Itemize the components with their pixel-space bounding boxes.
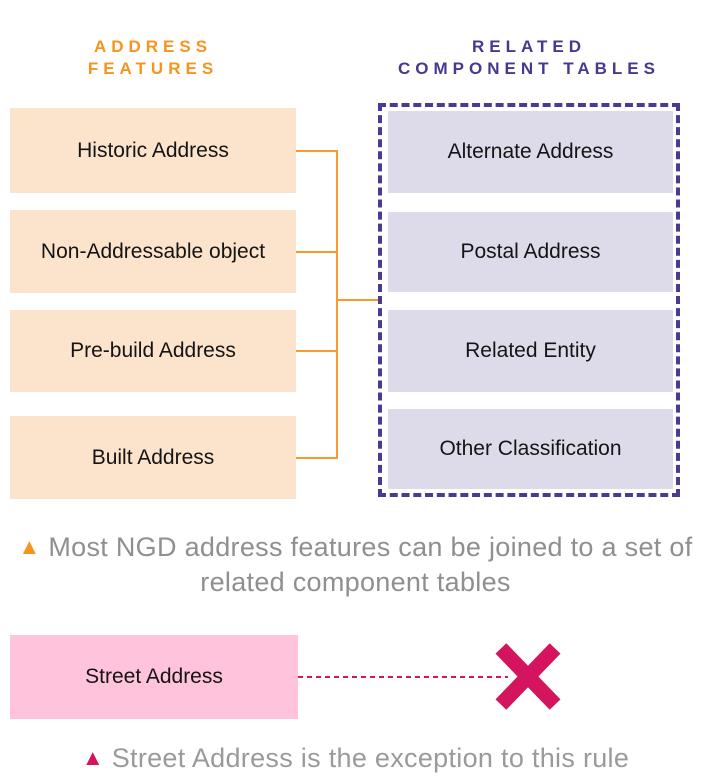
connector-branch-2 [296,251,338,253]
street-address-label: Street Address [85,665,223,688]
address-features-title-line1: ADDRESS [93,37,213,56]
component-box-other-classification: Other Classification [388,409,673,489]
exception-caption-text: Street Address is the exception to this … [111,743,630,773]
address-features-title: ADDRESS FEATURES [8,36,298,80]
connector-branch-3 [296,350,338,352]
component-box-label: Other Classification [439,437,622,460]
connector-to-tables [338,299,378,301]
main-caption-text1: Most NGD address features can be joined … [48,532,693,562]
feature-box-label: Built Address [91,445,215,469]
component-tables-frame [378,103,680,497]
triangle-marker-icon: ▲ [18,534,41,559]
feature-box-non-addressable-object: Non-Addressable object [10,210,296,293]
feature-box-label: Historic Address [77,138,229,162]
related-component-tables-title: RELATED COMPONENT TABLES [376,36,682,80]
main-caption: ▲ Most NGD address features can be joine… [0,529,711,600]
component-box-label: Postal Address [460,240,601,263]
exception-caption: ▲ Street Address is the exception to thi… [0,740,711,776]
related-component-tables-title-line1: RELATED [471,37,586,56]
exception-dashed-line [298,676,508,678]
cross-icon [495,643,561,710]
street-address-box: Street Address [10,635,298,719]
feature-box-pre-build-address: Pre-build Address [10,310,296,392]
main-caption-line2: related component tables [200,567,511,597]
address-features-title-line2: FEATURES [87,59,219,78]
main-caption-line1: ▲ Most NGD address features can be joine… [0,529,711,565]
component-box-postal-address: Postal Address [388,212,673,292]
component-box-label: Related Entity [465,339,596,362]
feature-box-label: Non-Addressable object [40,239,266,263]
component-box-related-entity: Related Entity [388,310,673,392]
related-component-tables-title-line2: COMPONENT TABLES [398,59,660,78]
feature-box-built-address: Built Address [10,416,296,499]
feature-box-historic-address: Historic Address [10,108,296,193]
component-box-alternate-address: Alternate Address [388,111,673,193]
triangle-marker-icon: ▲ [81,745,104,770]
feature-box-label: Pre-build Address [70,339,236,362]
connector-branch-4 [296,457,338,459]
component-box-label: Alternate Address [447,140,614,163]
connector-trunk [336,150,338,459]
connector-branch-1 [296,150,338,152]
